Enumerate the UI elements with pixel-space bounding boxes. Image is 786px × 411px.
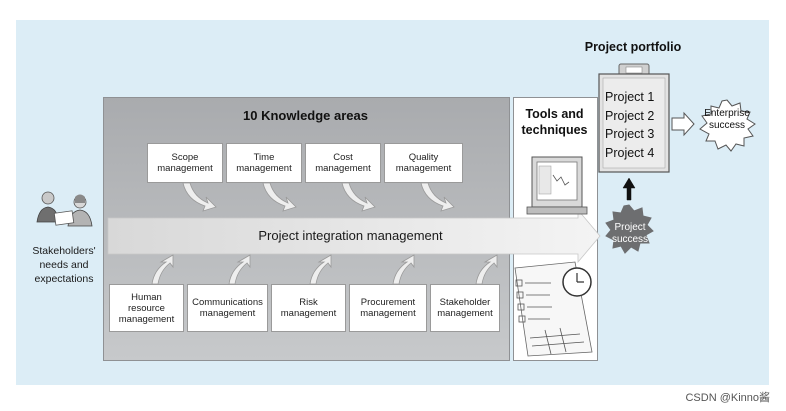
area-box-communications: Communications management <box>187 284 268 332</box>
enterprise-success-label: Enterprise success <box>704 108 750 131</box>
curved-arrow-communications <box>228 254 251 285</box>
area-box-human-resource: Human resource management <box>109 284 184 332</box>
curved-arrow-time <box>262 182 297 212</box>
project-item: Project 2 <box>605 108 655 123</box>
project-list: Project 1 Project 2 Project 3 Project 4 <box>605 88 665 162</box>
enterprise-success-burst-shape <box>699 99 756 152</box>
portfolio-title: Project portfolio <box>584 40 682 54</box>
area-box-procurement: Procurement management <box>349 284 427 332</box>
area-box-time: Time management <box>226 143 302 183</box>
curved-arrow-stakeholder <box>475 254 498 285</box>
watermark: CSDN @Kinno酱 <box>685 392 770 404</box>
area-box-scope: Scope management <box>147 143 223 183</box>
integration-label: Project integration management <box>258 228 443 243</box>
area-box-stakeholder: Stakeholder management <box>430 284 500 332</box>
area-box-risk: Risk management <box>271 284 346 332</box>
project-item: Project 3 <box>605 127 655 141</box>
checklist-clock-icon <box>514 261 593 357</box>
project-success-label: Project success <box>611 222 649 245</box>
curved-arrow-scope <box>182 182 217 212</box>
stakeholders-label: Stakeholders' needs and expectations <box>32 245 96 285</box>
tools-title: Tools and techniques <box>521 107 588 137</box>
project-item: Project 4 <box>605 145 655 160</box>
project-success-burst-shape <box>605 204 654 254</box>
curved-arrow-quality <box>420 182 455 212</box>
curved-arrow-risk <box>309 254 332 285</box>
curved-arrow-human <box>151 254 174 285</box>
area-box-cost: Cost management <box>305 143 381 183</box>
computer-icon <box>526 156 588 215</box>
curved-arrow-cost <box>341 182 376 212</box>
knowledge-areas-title: 10 Knowledge areas <box>243 108 368 123</box>
area-box-quality: Quality management <box>384 143 463 183</box>
project-item: Project 1 <box>605 90 655 104</box>
curved-arrow-procurement <box>392 254 415 285</box>
